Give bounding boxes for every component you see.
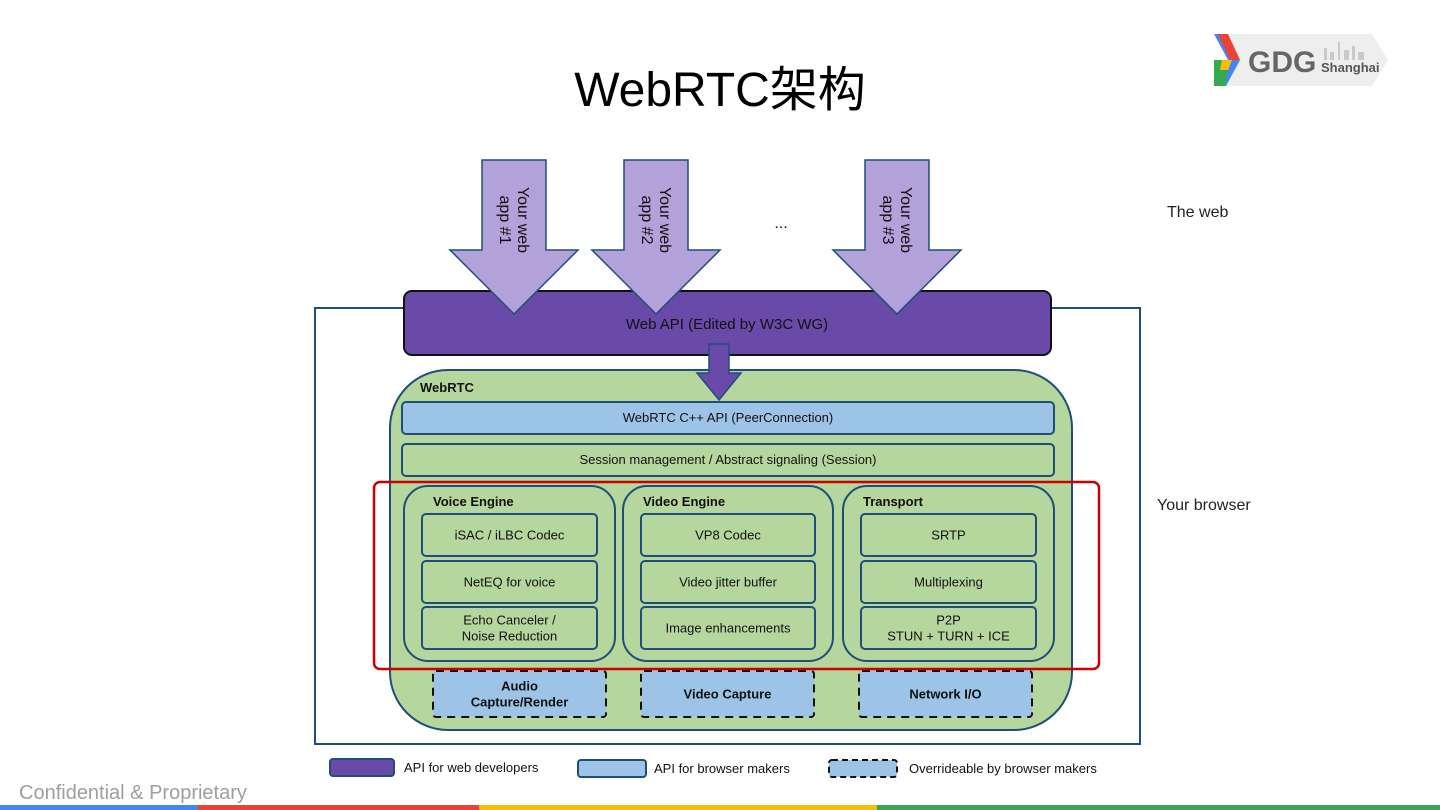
footer-bar-yellow: [479, 805, 877, 810]
session-bar: [401, 443, 1055, 477]
app-arrow-2: [590, 159, 722, 316]
legend-swatch-web-developers: [329, 758, 395, 777]
overrideable-label: Network I/O: [909, 687, 981, 702]
apps-ellipsis: ...: [774, 215, 787, 232]
engine-item-label: P2P: [936, 613, 961, 628]
legend-label-browser-makers: API for browser makers: [654, 761, 790, 776]
engine-item-label: Video jitter buffer: [679, 575, 777, 590]
session-label: Session management / Abstract signaling …: [580, 452, 877, 467]
legend-label-web-developers: API for web developers: [404, 760, 539, 775]
engine-item-box: [421, 606, 598, 650]
app-arrow-1: [448, 159, 580, 316]
webrtc-label: WebRTC: [420, 380, 475, 395]
slide-title: WebRTC架构: [574, 64, 866, 117]
engine-item-box: [640, 513, 816, 557]
engine-item-label: SRTP: [931, 528, 965, 543]
engine-item-label: NetEQ for voice: [464, 575, 556, 590]
cpp-api-label: WebRTC C++ API (PeerConnection): [623, 410, 834, 425]
footer-bar-blue: [0, 805, 198, 810]
app-arrow-text: app #3: [879, 196, 896, 245]
footer-bar-red: [198, 805, 479, 810]
engine-item-label: iSAC / iLBC Codec: [455, 528, 565, 543]
engine-item-box: [640, 560, 816, 604]
engine-item-box: [860, 513, 1037, 557]
engine-item-label: STUN + TURN + ICE: [887, 629, 1010, 644]
app-arrow-text: app #2: [638, 196, 655, 245]
engine-title: Transport: [863, 494, 924, 509]
engine-item-box: [640, 606, 816, 650]
confidential-footer: Confidential & Proprietary: [19, 782, 247, 804]
engine-item-box: [860, 560, 1037, 604]
engine-item-box: [421, 513, 598, 557]
app-arrow-text: app #1: [496, 196, 513, 245]
logo-city: Shanghai: [1321, 60, 1380, 75]
overrideable-box: [640, 670, 815, 718]
engines-highlight: [372, 480, 1101, 671]
overrideable-label: Capture/Render: [471, 695, 569, 710]
engine-item-label: Echo Canceler /: [463, 613, 556, 628]
engine-item-label: Multiplexing: [914, 575, 983, 590]
logo-mark: GDG: [1248, 46, 1316, 79]
overrideable-box: [432, 670, 607, 718]
legend-swatch-overrideable: [828, 759, 898, 778]
gdg-shanghai-logo: GDG Shanghai: [1212, 30, 1392, 90]
cpp-api-bar: [401, 401, 1055, 435]
engine-title: Voice Engine: [433, 494, 514, 509]
app-arrow-text: Your web: [656, 187, 673, 253]
overrideable-label: Video Capture: [684, 687, 772, 702]
overrideable-box: [858, 670, 1033, 718]
web-api-label: Web API (Edited by W3C WG): [626, 316, 828, 333]
engine-item-label: Noise Reduction: [462, 629, 557, 644]
app-arrow-3: [831, 159, 963, 316]
engine-item-label: Image enhancements: [665, 621, 791, 636]
down-arrow-icon: [695, 343, 743, 402]
engine-item-box: [860, 606, 1037, 650]
label-the-web: The web: [1167, 204, 1229, 221]
legend-swatch-browser-makers: [577, 759, 647, 778]
footer-bar-green: [877, 805, 1440, 810]
engine-title: Video Engine: [643, 494, 725, 509]
engine-item-label: VP8 Codec: [695, 528, 761, 543]
engine-item-box: [421, 560, 598, 604]
app-arrow-text: Your web: [514, 187, 531, 253]
overrideable-label: Audio: [501, 679, 538, 694]
app-arrow-text: Your web: [897, 187, 914, 253]
legend-label-overrideable: Overrideable by browser makers: [909, 761, 1097, 776]
label-your-browser: Your browser: [1157, 497, 1251, 514]
